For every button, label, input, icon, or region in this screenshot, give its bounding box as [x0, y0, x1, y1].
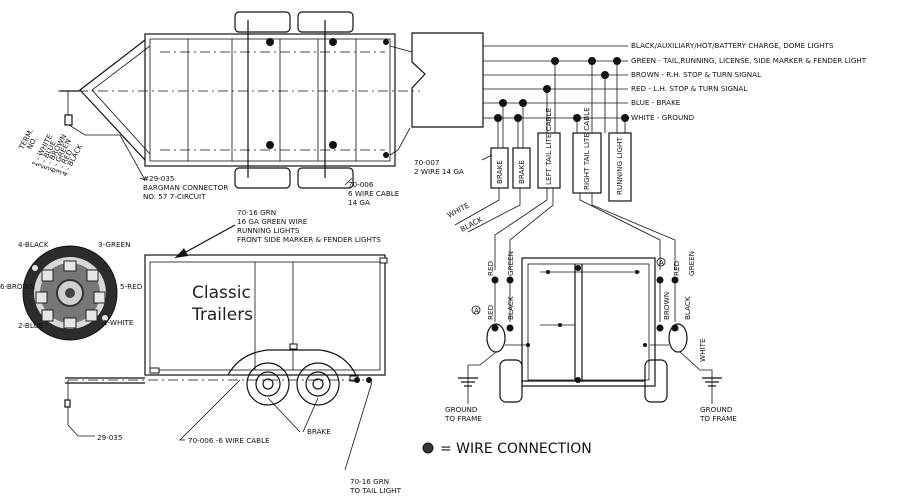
right-tail-box: RIGHT TAIL LITE CABLE	[582, 107, 591, 190]
side-view-labels: 29-035 70-006 -6 WIRE CABLE BRAKE 70-16 …	[97, 427, 402, 495]
rear-right-circle-a: A	[659, 258, 664, 267]
rear-right-red-top: RED	[672, 260, 681, 276]
watermark: Classic Trailers	[191, 283, 253, 325]
brake-box-1: BRAKE	[495, 160, 504, 184]
cable-top-part: 70-006	[348, 180, 374, 189]
two-wire-desc: 2 WIRE 14 GA	[414, 167, 464, 176]
rear-right-brown-bottom: BROWN	[662, 292, 671, 320]
wire-bus	[483, 45, 629, 148]
tail-wire-part: 70-16 GRN	[350, 477, 389, 486]
connector-model: NO. 57 7-CIRCUIT	[143, 192, 206, 201]
green-wire-note: 70-16 GRN 16 GA GREEN WIRE RUNNING LIGHT…	[237, 208, 381, 244]
connector-name: BARGMAN CONNECTOR	[143, 183, 228, 192]
wire-brown: BROWN - R.H. STOP & TURN SIGNAL	[631, 70, 761, 79]
rear-left-red-top: RED	[486, 260, 495, 276]
connector-part: #29-035	[143, 174, 174, 183]
rear-right-black-bottom: BLACK	[683, 296, 692, 320]
watermark-line-1: Classic	[192, 283, 251, 303]
wire-black: BLACK/AUXILIARY/HOT/BATTERY CHARGE, DOME…	[631, 41, 834, 50]
cable-top-desc: 6 WIRE CABLE	[348, 189, 400, 198]
plug-term-block: TERM. NO. 1 - WHITE 2 - BLUE 5 - BROWN 6…	[16, 91, 146, 181]
green-note-gauge: 16 GA GREEN WIRE	[237, 217, 308, 226]
pin-blue: 2-BLUE	[18, 321, 44, 330]
white-lead-label: WHITE	[446, 201, 471, 220]
white-black-leads: WHITE BLACK	[446, 188, 521, 234]
ground-left-1: GROUND	[445, 405, 478, 414]
pin-white: 1-WHITE	[103, 318, 134, 327]
wire-color-legend: BLACK/AUXILIARY/HOT/BATTERY CHARGE, DOME…	[631, 41, 867, 122]
wire-white: WHITE - GROUND	[631, 113, 695, 122]
rear-left-green-top: GREEN	[506, 251, 515, 276]
pin-black: 4-BLACK	[18, 240, 49, 249]
green-note-part: 70-16 GRN	[237, 208, 276, 217]
pin-brown: 6-BROWN	[0, 282, 35, 291]
ground-labels: GROUND TO FRAME GROUND TO FRAME WHITE	[444, 338, 737, 423]
brake-box-2: BRAKE	[517, 160, 526, 184]
rear-left-red-bottom: RED	[486, 304, 495, 320]
two-wire-label: 70-007 2 WIRE 14 GA	[414, 154, 493, 176]
watermark-line-2: Trailers	[191, 305, 253, 325]
wire-green: GREEN - TAIL,RUNNING, LICENSE, SIDE MARK…	[631, 56, 867, 65]
connection-legend: = WIRE CONNECTION	[422, 441, 592, 457]
wire-blue: BLUE - BRAKE	[631, 98, 681, 107]
running-light-box: RUNNING LIGHT	[615, 137, 624, 195]
rear-left-circle-a: A	[474, 306, 479, 315]
wire-red: RED - L.H. STOP & TURN SIGNAL	[631, 84, 747, 93]
cable-label-top: 70-006 6 WIRE CABLE 14 GA	[344, 177, 400, 207]
ground-right-1: GROUND	[700, 405, 733, 414]
two-wire-part: 70-007	[414, 158, 439, 167]
ground-left-2: TO FRAME	[444, 414, 482, 423]
trailer-rear-view	[458, 257, 722, 404]
rear-right-labels: RED GREEN A BROWN BLACK	[659, 251, 696, 320]
right-white-label: WHITE	[698, 338, 707, 362]
legend-text: = WIRE CONNECTION	[440, 441, 592, 457]
junction-box	[411, 32, 484, 128]
green-note-loc: FRONT SIDE MARKER & FENDER LIGHTS	[237, 235, 381, 244]
rear-left-labels: RED GREEN A RED BLACK	[474, 251, 515, 320]
connection-dot-icon	[422, 442, 434, 454]
cable-boxes: BRAKE BRAKE LEFT TAIL LITE CABLE RIGHT T…	[490, 107, 632, 202]
tail-wire-desc: TO TAIL LIGHT	[349, 486, 402, 495]
cable-top-gauge: 14 GA	[348, 198, 370, 207]
tail-feed-wires	[494, 188, 676, 270]
trailer-side-view	[64, 224, 388, 471]
rear-left-black-bottom: BLACK	[506, 296, 515, 320]
ground-right-2: TO FRAME	[699, 414, 737, 423]
pin-red: 5-RED	[120, 282, 143, 291]
trailer-frame-plan	[58, 11, 420, 189]
brake-label: BRAKE	[307, 427, 331, 436]
seven-pin-socket: 4-BLACK 3-GREEN 6-BROWN 5-RED 2-BLUE 1-W…	[0, 240, 143, 341]
connector-bottom-label: 29-035	[97, 433, 122, 442]
green-note-use: RUNNING LIGHTS	[237, 226, 300, 235]
bargman-connector-label: #29-035 BARGMAN CONNECTOR NO. 57 7-CIRCU…	[139, 174, 228, 201]
cable-bottom-label: 70-006 -6 WIRE CABLE	[188, 436, 270, 445]
rear-right-green-top: GREEN	[687, 251, 696, 276]
pin-green: 3-GREEN	[98, 240, 130, 249]
left-tail-box: LEFT TAIL LITE CABLE	[544, 107, 553, 185]
black-lead-label: BLACK	[459, 215, 484, 234]
